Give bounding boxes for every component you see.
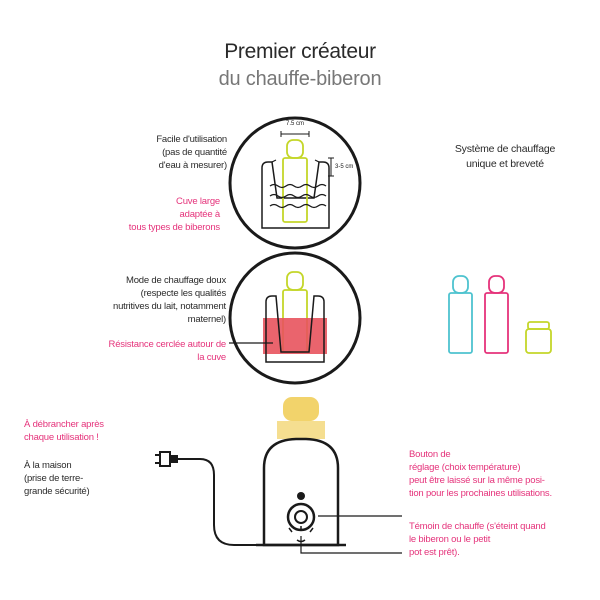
- indicator-light: [297, 492, 305, 500]
- label-unplug-warning: À débrancher après chaque utilisation !: [24, 419, 104, 443]
- bottle-cap: [283, 397, 319, 421]
- label-adjustment-knob: Bouton de réglage (choix température) pe…: [409, 449, 552, 499]
- dimension-width: 7.5 cm: [285, 121, 304, 127]
- label-heating-indicator: Témoin de chauffe (s'éteint quand le bib…: [409, 521, 546, 558]
- label-ease-of-use: Facile d'utilisation (pas de quantité d'…: [156, 134, 227, 171]
- heating-detail-circle: [228, 251, 362, 385]
- plug-icon: [155, 451, 178, 467]
- label-heating-system: Système de chauffage unique et breveté: [454, 143, 556, 170]
- power-cable: [178, 458, 256, 546]
- light-rays-icon: [288, 526, 314, 533]
- label-home-use: À la maison (prise de terre- grande sécu…: [24, 460, 90, 497]
- page-title: Premier créateur: [224, 40, 376, 63]
- label-resistance: Résistance cerclée autour de la cuve: [108, 339, 227, 363]
- label-gentle-heating: Mode de chauffage doux (respecte les qua…: [112, 275, 226, 325]
- bottle-warmer-device: [256, 397, 346, 547]
- page-subtitle: du chauffe-biberon: [218, 68, 382, 90]
- bottles-group: [448, 275, 552, 354]
- label-large-tank: Cuve large adaptée à tous types de biber…: [128, 196, 220, 233]
- heating-resistance: [263, 318, 327, 354]
- bottle-icon: [282, 139, 308, 223]
- indicator-leader: [300, 536, 402, 554]
- tank-detail-circle: [228, 116, 362, 250]
- dimension-depth: 3-5 cm: [335, 164, 354, 170]
